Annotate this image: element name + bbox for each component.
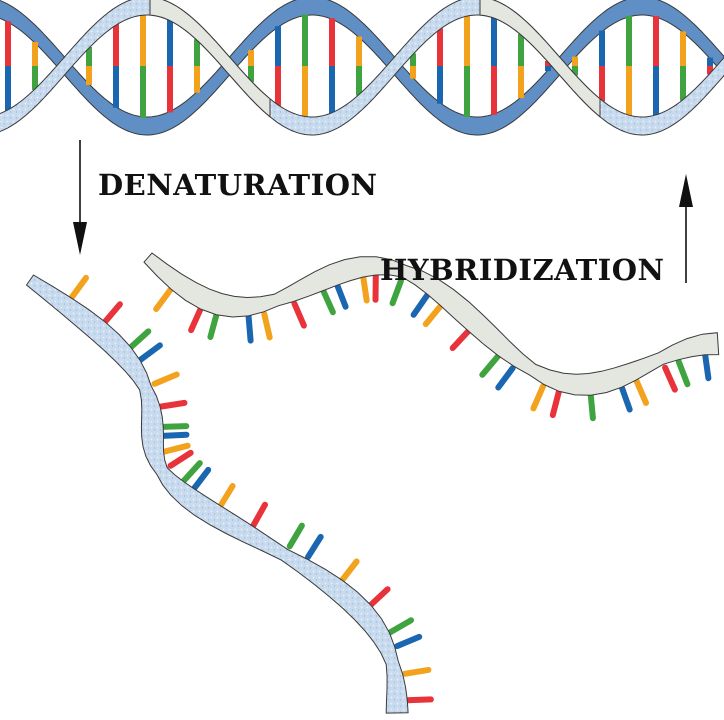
- nucleotide-base: [401, 666, 432, 677]
- nucleotide-base: [633, 377, 649, 406]
- nucleotide-base: [333, 281, 349, 310]
- nucleotide-base: [217, 483, 236, 510]
- nucleotide-base: [159, 431, 190, 439]
- helix-backbone-front-segment: [479, 0, 601, 118]
- nucleotide-base: [137, 342, 163, 363]
- nucleotide-base: [479, 353, 501, 378]
- nucleotide-base: [207, 310, 220, 340]
- nucleotide-base: [153, 286, 174, 312]
- arrow-up-icon: [679, 174, 693, 283]
- dna-double-helix-icon: [0, 0, 724, 136]
- strand-backbone: [25, 274, 409, 714]
- nucleotide-base: [495, 365, 516, 391]
- denaturation-label: DENATURATION: [98, 168, 377, 202]
- nucleotide-base: [389, 277, 404, 307]
- nucleotide-base: [68, 274, 89, 301]
- nucleotide-base: [403, 696, 434, 704]
- nucleotide-base: [394, 633, 423, 650]
- nucleotide-base: [180, 460, 203, 484]
- nucleotide-base: [449, 327, 472, 351]
- nucleotide-base: [530, 383, 546, 412]
- nucleotide-base: [157, 399, 188, 410]
- nucleotide-base: [587, 391, 596, 422]
- nucleotide-base: [291, 300, 307, 329]
- nucleotide-base: [188, 305, 204, 334]
- nucleotide-base: [286, 522, 305, 550]
- nucleotide-base: [304, 533, 324, 561]
- single-strand-left-icon: [25, 274, 434, 714]
- nucleotide-base: [261, 311, 273, 341]
- nucleotide-base: [320, 287, 336, 316]
- nucleotide-base: [101, 301, 123, 326]
- nucleotide-base: [167, 449, 194, 469]
- nucleotide-base: [367, 586, 391, 609]
- nucleotide-base: [662, 364, 678, 393]
- arrow-down-icon: [73, 140, 87, 255]
- nucleotide-base: [549, 388, 562, 419]
- single-strand-right-icon: [143, 252, 720, 422]
- hybridization-label: HYBRIDIZATION: [380, 253, 665, 287]
- nucleotide-base: [410, 292, 431, 318]
- nucleotide-base: [360, 273, 370, 304]
- helix-backbone-front-segment: [149, 0, 271, 118]
- nucleotide-base: [702, 351, 712, 382]
- nucleotide-base: [618, 383, 633, 413]
- nucleotide-base: [190, 466, 212, 492]
- nucleotide-base: [161, 442, 191, 455]
- nucleotide-base: [159, 423, 190, 430]
- nucleotide-base: [387, 617, 414, 636]
- strand-backbone: [143, 252, 720, 396]
- nucleotide-base: [151, 371, 180, 387]
- nucleotide-base: [245, 313, 254, 344]
- nucleotide-base: [338, 558, 360, 584]
- nucleotide-base: [127, 328, 152, 351]
- nucleotide-base: [250, 501, 268, 529]
- nucleotide-base: [675, 358, 691, 388]
- nucleotide-base: [422, 302, 444, 328]
